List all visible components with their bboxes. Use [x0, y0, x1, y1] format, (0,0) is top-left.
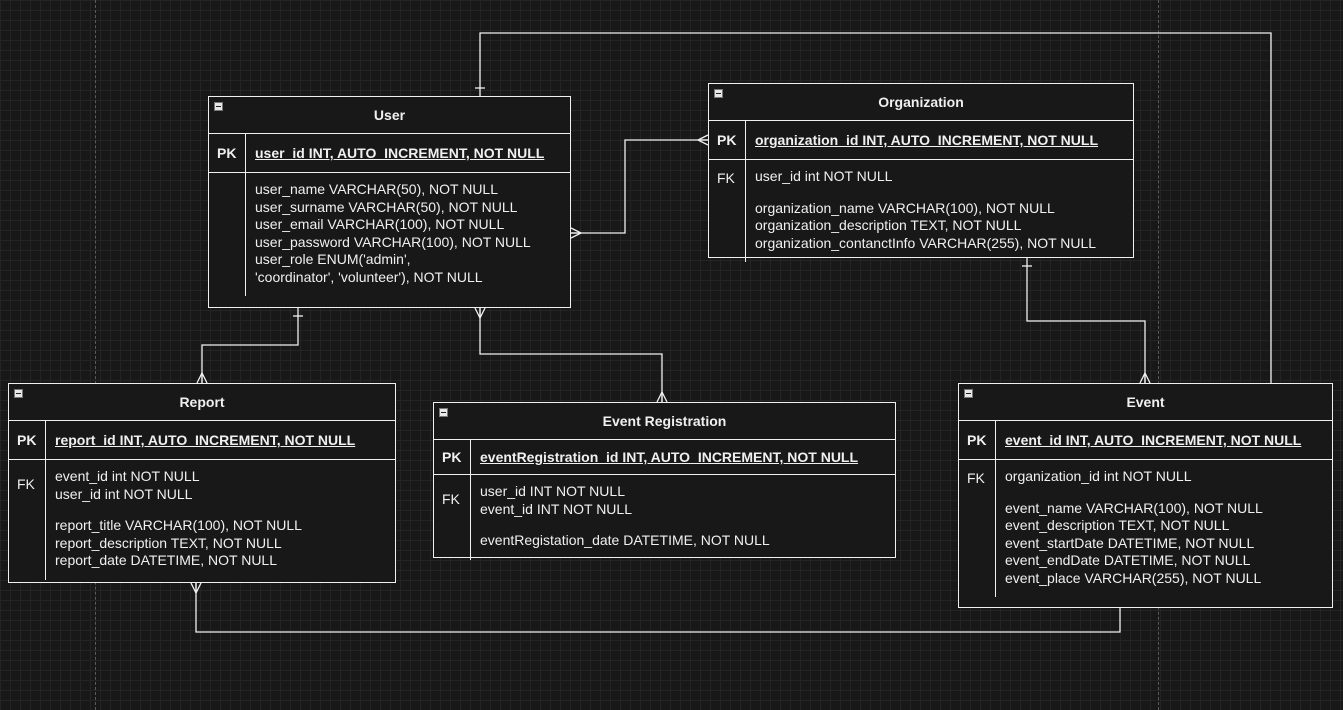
connector-line	[479, 32, 1272, 383]
pk-field: eventRegistration_id INT, AUTO_INCREMENT…	[470, 440, 895, 474]
entity-user[interactable]: User PK user_id INT, AUTO_INCREMENT, NOT…	[208, 96, 571, 308]
pk-label: PK	[967, 432, 987, 448]
attribute-section[interactable]: FK user_id int NOT NULL organization_nam…	[709, 160, 1133, 262]
entity-title: Event	[1126, 394, 1165, 410]
attribute: 'coordinator', 'volunteer'), NOT NULL	[255, 268, 483, 285]
attribute-section[interactable]: FK user_id INT NOT NULL event_id INT NOT…	[434, 475, 895, 560]
attribute: event_endDate DATETIME, NOT NULL	[1005, 552, 1251, 568]
pk-field: event_id INT, AUTO_INCREMENT, NOT NULL	[995, 421, 1332, 459]
entity-header: Organization	[709, 84, 1133, 121]
attribute: organization_name VARCHAR(100), NOT NULL	[755, 199, 1055, 216]
attribute: user_surname VARCHAR(50), NOT NULL	[255, 198, 518, 215]
relationship-organization-event[interactable]	[1022, 258, 1151, 384]
attribute: report_title VARCHAR(100), NOT NULL	[55, 517, 302, 533]
attribute: user_email VARCHAR(100), NOT NULL	[255, 216, 505, 232]
connector-line	[479, 308, 663, 402]
connector-line	[1026, 258, 1146, 383]
entity-header: Event Registration	[434, 403, 895, 440]
attribute: user_name VARCHAR(50), NOT NULL	[255, 181, 499, 197]
guide-line	[95, 0, 96, 710]
fk-attribute: user_id int NOT NULL	[55, 485, 193, 502]
pk-label: PK	[17, 432, 37, 448]
collapse-icon[interactable]	[439, 408, 448, 417]
relationship-user-report[interactable]	[196, 308, 303, 384]
attribute: report_date DATETIME, NOT NULL	[55, 552, 277, 568]
primary-key-row[interactable]: PK event_id INT, AUTO_INCREMENT, NOT NUL…	[959, 421, 1332, 460]
attribute: organization_contanctInfo VARCHAR(255), …	[755, 234, 1097, 251]
attribute: organization_description TEXT, NOT NULL	[755, 217, 1022, 233]
fk-label: FK	[17, 476, 35, 492]
crowfoot-many-marker	[474, 307, 486, 319]
entity-header: Report	[9, 384, 395, 421]
entity-report[interactable]: Report PK report_id INT, AUTO_INCREMENT,…	[8, 383, 396, 583]
attribute-section[interactable]: FK event_id int NOT NULL user_id int NOT…	[9, 460, 395, 580]
pk-label: PK	[217, 145, 237, 161]
fk-attribute: organization_id int NOT NULL	[1005, 468, 1192, 484]
relationship-user-organization[interactable]	[570, 134, 709, 239]
attribute: event_startDate DATETIME, NOT NULL	[1005, 534, 1255, 551]
entity-header: User	[209, 97, 570, 134]
fk-attribute: user_id INT NOT NULL	[480, 483, 625, 499]
collapse-icon[interactable]	[964, 389, 973, 398]
primary-key-row[interactable]: PK user_id INT, AUTO_INCREMENT, NOT NULL	[209, 134, 570, 173]
entity-organization[interactable]: Organization PK organization_id INT, AUT…	[708, 83, 1134, 262]
fk-attribute: user_id int NOT NULL	[755, 168, 893, 184]
crowfoot-many-marker	[656, 391, 668, 403]
relationship-user-event-registration[interactable]	[474, 307, 668, 403]
fk-label: FK	[967, 470, 985, 486]
pk-label: PK	[442, 449, 462, 465]
attribute-section[interactable]: FK organization_id int NOT NULL event_na…	[959, 460, 1332, 597]
connector-line	[195, 583, 1121, 633]
key-column	[209, 173, 245, 296]
pk-field: user_id INT, AUTO_INCREMENT, NOT NULL	[245, 134, 570, 172]
attribute: user_password VARCHAR(100), NOT NULL	[255, 233, 531, 250]
crowfoot-many-marker	[697, 134, 709, 146]
relationship-report-event[interactable]	[190, 582, 1125, 633]
primary-key-row[interactable]: PK organization_id INT, AUTO_INCREMENT, …	[709, 121, 1133, 160]
guide-line	[1158, 0, 1159, 710]
attribute-section[interactable]: user_name VARCHAR(50), NOT NULL user_sur…	[209, 173, 570, 296]
fk-attribute: event_id INT NOT NULL	[480, 500, 632, 517]
entity-title: Organization	[878, 94, 964, 110]
pk-field: report_id INT, AUTO_INCREMENT, NOT NULL	[45, 421, 395, 459]
primary-key-row[interactable]: PK report_id INT, AUTO_INCREMENT, NOT NU…	[9, 421, 395, 460]
fk-attribute: event_id int NOT NULL	[55, 468, 200, 484]
collapse-icon[interactable]	[14, 389, 23, 398]
entity-title: Report	[179, 394, 225, 410]
entity-event-registration[interactable]: Event Registration PK eventRegistration_…	[433, 402, 896, 560]
entity-header: Event	[959, 384, 1332, 421]
attribute: user_role ENUM('admin',	[255, 251, 411, 267]
crowfoot-many-marker	[196, 372, 208, 384]
entity-title: User	[373, 107, 406, 123]
connector-line	[571, 139, 708, 234]
attribute: eventRegistation_date DATETIME, NOT NULL	[480, 532, 770, 548]
collapse-icon[interactable]	[714, 89, 723, 98]
attribute: report_description TEXT, NOT NULL	[55, 534, 282, 551]
entity-title: Event Registration	[602, 413, 727, 429]
crowfoot-many-marker	[570, 227, 582, 239]
fk-label: FK	[442, 491, 460, 507]
pk-field: organization_id INT, AUTO_INCREMENT, NOT…	[745, 121, 1133, 159]
attribute: event_name VARCHAR(100), NOT NULL	[1005, 499, 1263, 516]
pk-label: PK	[717, 132, 737, 148]
entity-event[interactable]: Event PK event_id INT, AUTO_INCREMENT, N…	[958, 383, 1333, 608]
attribute: event_description TEXT, NOT NULL	[1005, 517, 1230, 533]
fk-label: FK	[717, 170, 735, 186]
connector-line	[201, 308, 299, 383]
primary-key-row[interactable]: PK eventRegistration_id INT, AUTO_INCREM…	[434, 440, 895, 475]
crowfoot-many-marker	[190, 582, 202, 594]
crowfoot-many-marker	[1139, 372, 1151, 384]
collapse-icon[interactable]	[214, 102, 223, 111]
attribute: event_place VARCHAR(255), NOT NULL	[1005, 569, 1262, 586]
